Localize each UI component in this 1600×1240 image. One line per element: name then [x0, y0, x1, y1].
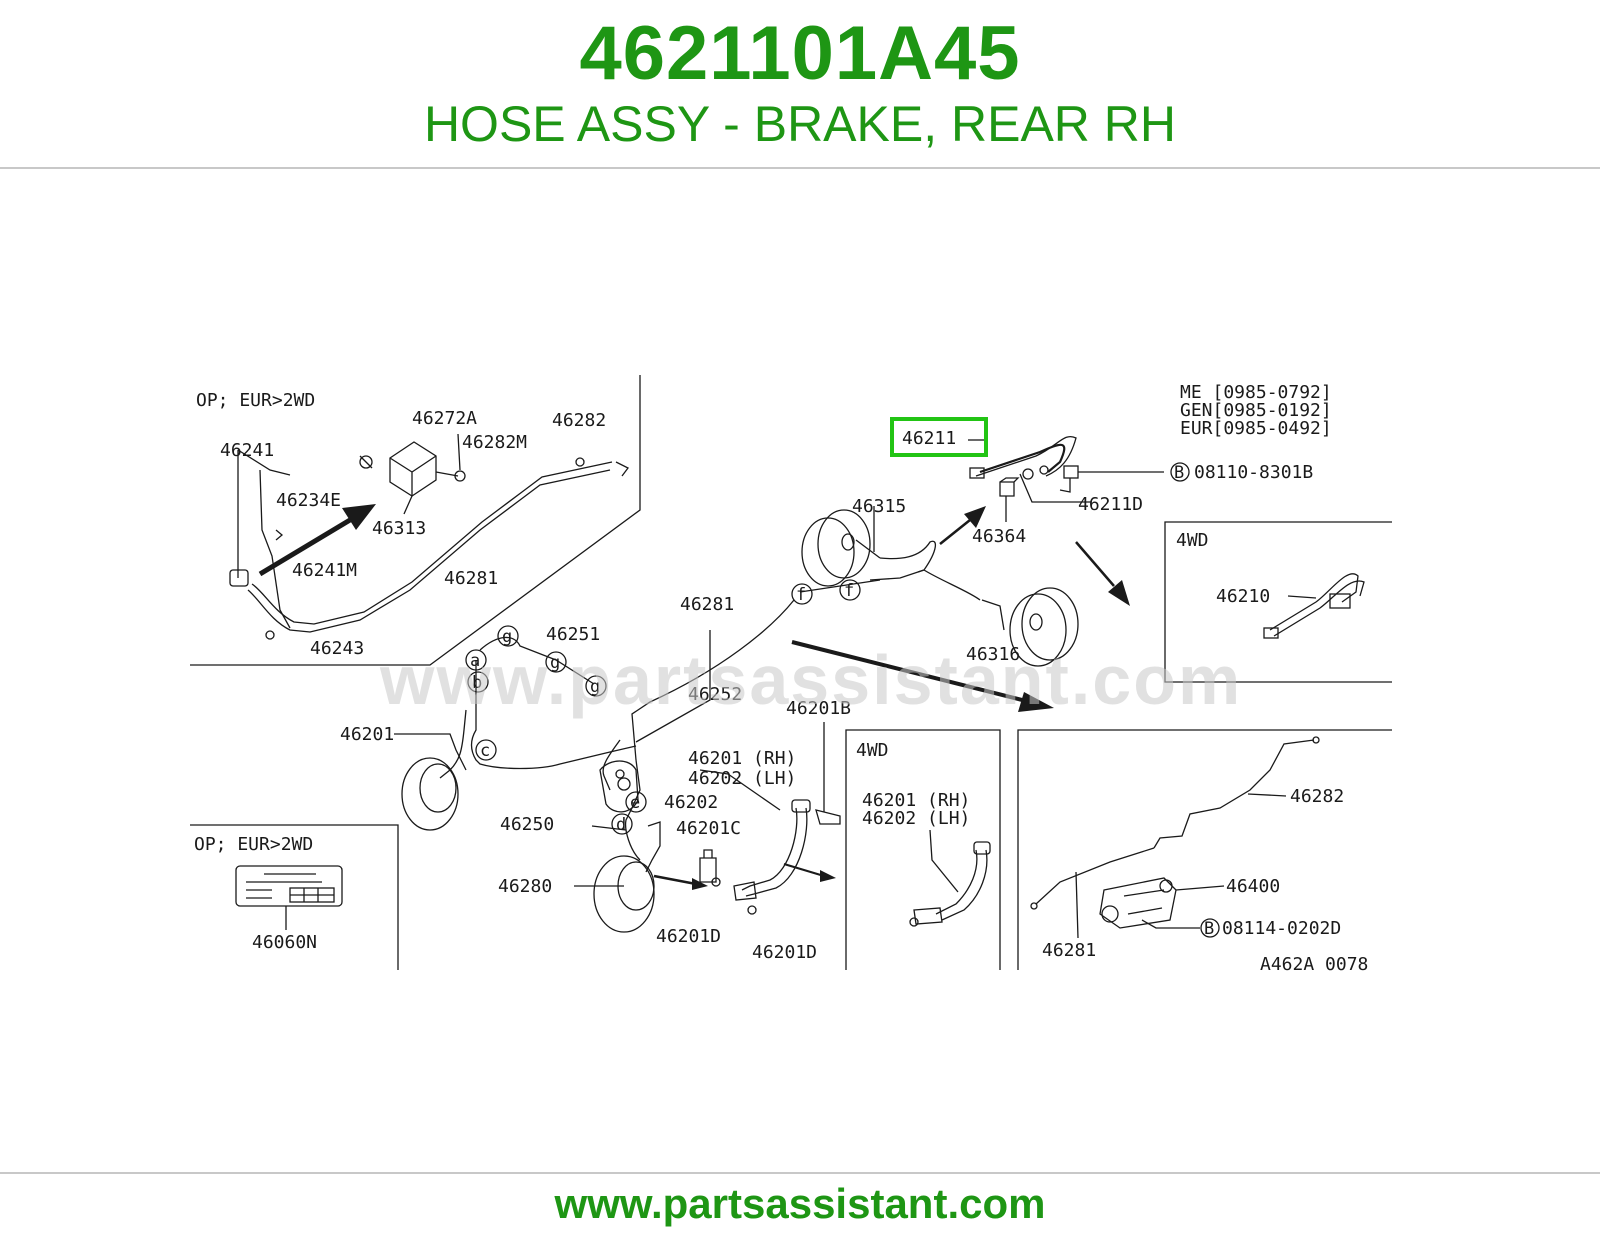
svg-text:d: d — [616, 815, 626, 835]
spec-gen: GEN[0985-0192] — [1180, 400, 1332, 421]
footer-url-link[interactable]: www.partsassistant.com — [554, 1180, 1046, 1227]
callout-46201C: 46201C — [676, 818, 741, 839]
page-header: 4621101A45 HOSE ASSY - BRAKE, REAR RH — [0, 0, 1600, 170]
brake-hose-46210 — [1263, 573, 1365, 639]
spec-eur: EUR[0985-0492] — [1180, 418, 1332, 439]
callout-46272A: 46272A — [412, 408, 477, 429]
small-arrows-center — [653, 863, 836, 890]
panel-4wd-top-border — [1164, 521, 1392, 683]
svg-text:f: f — [796, 585, 806, 605]
svg-text:a: a — [470, 651, 480, 671]
watermark: www.partsassistant.com — [380, 641, 1243, 719]
callout-46280: 46280 — [498, 876, 552, 897]
panel-4wd-bottom-border — [845, 729, 1001, 970]
svg-text:g: g — [502, 627, 512, 647]
caliper-46250 — [599, 760, 639, 813]
callout-46313: 46313 — [372, 518, 426, 539]
callout-46281: 46281 — [444, 568, 498, 589]
label-plate-46060N — [235, 865, 343, 930]
callout-46250: 46250 — [500, 814, 554, 835]
callout-46202-lh-b: 46202 (LH) — [862, 808, 970, 829]
footer-divider — [0, 1172, 1600, 1174]
svg-text:b: b — [472, 673, 482, 693]
svg-text:e: e — [630, 793, 640, 813]
marker-f-1: f — [791, 583, 813, 605]
callout-46315: 46315 — [852, 496, 906, 517]
callout-46364: 46364 — [972, 526, 1026, 547]
panel-4wd-label-bottom: 4WD — [856, 740, 889, 761]
svg-text:B: B — [1204, 919, 1214, 939]
clip-46364 — [999, 477, 1020, 522]
callout-46211: 46211 — [902, 428, 956, 449]
callout-46202: 46202 — [664, 792, 718, 813]
svg-text:B: B — [1174, 463, 1184, 483]
callout-46251: 46251 — [546, 624, 600, 645]
callout-46281-br: 46281 — [1042, 940, 1096, 961]
brake-disc-46201 — [394, 733, 467, 831]
callout-08114-0202D: 08114-0202D — [1222, 918, 1341, 939]
brake-hose-4wd — [909, 829, 991, 927]
arrow-to-bottom-right — [791, 640, 1054, 712]
svg-text:g: g — [590, 677, 600, 697]
callout-46060N: 46060N — [252, 932, 317, 953]
panel-bottom-right-border — [1017, 729, 1392, 970]
arrow-up-right — [939, 506, 986, 545]
callout-46201: 46201 — [340, 724, 394, 745]
highlight-box-46211 — [890, 417, 988, 457]
callout-46282-br: 46282 — [1290, 786, 1344, 807]
part-number-title: 4621101A45 — [579, 11, 1021, 96]
junction-block-46313 — [389, 433, 466, 515]
spec-me: ME [0985-0792] — [1180, 382, 1332, 403]
callout-46234E: 46234E — [276, 490, 341, 511]
callout-46201-rh-b: 46201 (RH) — [862, 790, 970, 811]
callout-46282: 46282 — [552, 410, 606, 431]
brake-drum-46315 — [801, 506, 881, 587]
svg-text:f: f — [844, 581, 854, 601]
brake-drum-46316 — [1009, 587, 1079, 667]
bracket-46201B — [815, 722, 841, 825]
brake-hose-46211 — [969, 435, 1164, 503]
parts-diagram-svg: OP; EUR>2WD 46241 46272A 46282M 46282 46… — [180, 330, 1420, 1020]
header-divider — [0, 167, 1600, 169]
arrow-down-right — [1075, 541, 1130, 606]
hose-46201-center — [699, 769, 811, 915]
callout-46316: 46316 — [966, 644, 1020, 665]
callout-46252: 46252 — [688, 684, 742, 705]
callout-46243: 46243 — [310, 638, 364, 659]
part-description: HOSE ASSY - BRAKE, REAR RH — [423, 96, 1177, 152]
brake-line-mid — [799, 540, 1005, 631]
callout-46400: 46400 — [1226, 876, 1280, 897]
arrow-top-left — [258, 504, 376, 577]
callout-08110-8301B: 08110-8301B — [1194, 462, 1313, 483]
callout-46201-rh: 46201 (RH) — [688, 748, 796, 769]
bolt-marker-B-bottom: B — [1200, 918, 1220, 939]
panel-top-left-border — [190, 375, 641, 666]
panel-option-label: OP; EUR>2WD — [196, 390, 315, 411]
callout-46202-lh: 46202 (LH) — [688, 768, 796, 789]
callout-46210: 46210 — [1216, 586, 1270, 607]
bolt-46201C — [699, 849, 717, 883]
diagram-code: A462A 0078 — [1260, 954, 1368, 975]
callout-46201D-b: 46201D — [752, 942, 817, 963]
brake-disc-46280 — [574, 825, 655, 933]
brake-line-top-left — [229, 449, 629, 640]
marker-f-2: f — [839, 579, 861, 601]
panel-bottom-left-border — [190, 824, 399, 970]
brake-line-bottom-right — [1030, 736, 1320, 939]
callout-46201D-a: 46201D — [656, 926, 721, 947]
panel-option-label-bottom: OP; EUR>2WD — [194, 834, 313, 855]
callout-46241: 46241 — [220, 440, 274, 461]
callout-46281-mid: 46281 — [680, 594, 734, 615]
markers-g-a-b-c-d-e: g g g a b c d e — [465, 625, 647, 835]
callout-46201B: 46201B — [786, 698, 851, 719]
callout-46241M: 46241M — [292, 560, 357, 581]
callout-46211D: 46211D — [1078, 494, 1143, 515]
callout-46282M: 46282M — [462, 432, 527, 453]
svg-text:g: g — [550, 653, 560, 673]
panel-4wd-label-top: 4WD — [1176, 530, 1209, 551]
svg-text:c: c — [480, 741, 490, 761]
valve-46400 — [1099, 877, 1225, 929]
parts-diagram: OP; EUR>2WD 46241 46272A 46282M 46282 46… — [180, 330, 1420, 1020]
bolt-marker-B-top: B — [1170, 462, 1190, 483]
